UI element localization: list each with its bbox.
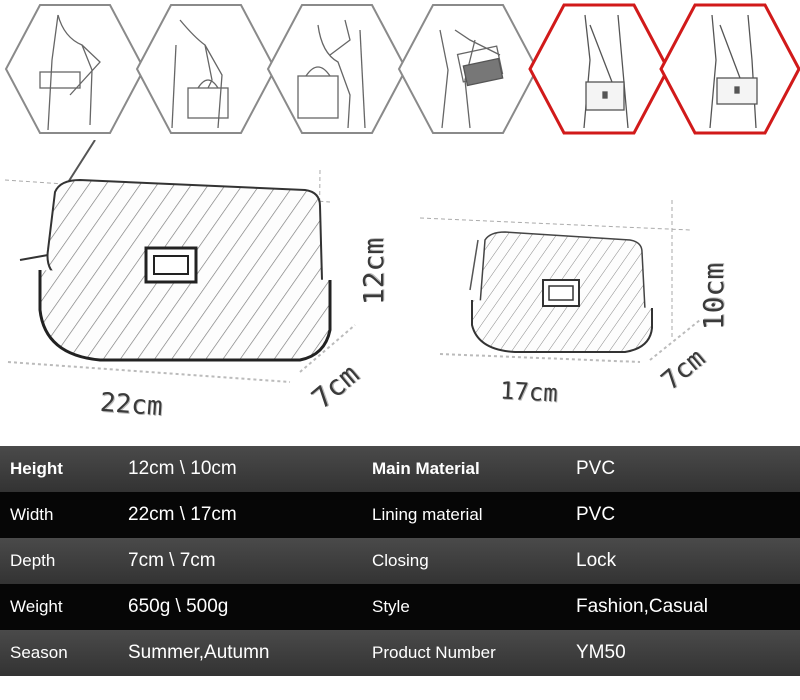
- spec-label: Season: [10, 643, 68, 662]
- spec-label: Product Number: [372, 643, 496, 662]
- spec-label: Height: [10, 459, 63, 478]
- small-bag-width-label: 17cm: [499, 376, 559, 408]
- spec-value: PVC: [576, 504, 616, 525]
- large-bag-sketch: [4, 140, 356, 383]
- spec-row: Height 12cm \ 10cm Main Material PVC: [0, 446, 800, 492]
- spec-value: Summer,Autumn: [128, 642, 270, 663]
- carry-style-hex-2: [135, 4, 277, 134]
- spec-label: Depth: [10, 551, 56, 570]
- carry-style-hex-3: [266, 4, 408, 134]
- woman-crossbody-icon: [583, 14, 629, 129]
- carry-style-hex-1: [4, 4, 146, 134]
- bag-dimension-sketches: [4, 140, 701, 383]
- spec-label: Lining material: [372, 505, 483, 524]
- spec-label: Closing: [372, 551, 429, 570]
- spec-row: Season Summer,Autumn Product Number YM50: [0, 630, 800, 676]
- carry-style-hex-4: [397, 4, 539, 134]
- spec-value: 650g \ 500g: [128, 596, 229, 617]
- spec-row: Width 22cm \ 17cm Lining material PVC: [0, 492, 800, 538]
- spec-label: Weight: [10, 597, 63, 616]
- woman-crossbody-icon: [709, 14, 758, 129]
- spec-value: Lock: [576, 550, 617, 571]
- spec-row: Weight 650g \ 500g Style Fashion,Casual: [0, 584, 800, 630]
- spec-value: YM50: [576, 642, 626, 663]
- carry-style-row: [4, 3, 800, 135]
- carry-style-hex-5: [528, 3, 670, 135]
- spec-value: 7cm \ 7cm: [128, 550, 216, 571]
- spec-value: 12cm \ 10cm: [128, 458, 237, 479]
- carry-style-hex-6: [659, 3, 800, 135]
- woman-handbag-icon: [171, 19, 229, 129]
- woman-clutch-icon: [39, 14, 101, 131]
- woman-arm-bag-icon: [297, 19, 366, 129]
- large-bag-height-label: 12cm: [357, 237, 391, 306]
- spec-value: Fashion,Casual: [576, 596, 709, 617]
- spec-label: Style: [372, 597, 410, 616]
- large-bag-width-label: 22cm: [99, 387, 164, 423]
- woman-shoulder-bag-icon: [439, 29, 504, 129]
- spec-value: PVC: [576, 458, 616, 479]
- spec-label: Main Material: [372, 459, 480, 478]
- spec-table: Height 12cm \ 10cm Main Material PVC Wid…: [0, 446, 800, 676]
- spec-label: Width: [10, 505, 54, 524]
- small-bag-height-label: 10cm: [697, 262, 731, 331]
- small-bag-sketch: [419, 200, 701, 363]
- spec-value: 22cm \ 17cm: [128, 504, 237, 525]
- spec-row: Depth 7cm \ 7cm Closing Lock: [0, 538, 800, 584]
